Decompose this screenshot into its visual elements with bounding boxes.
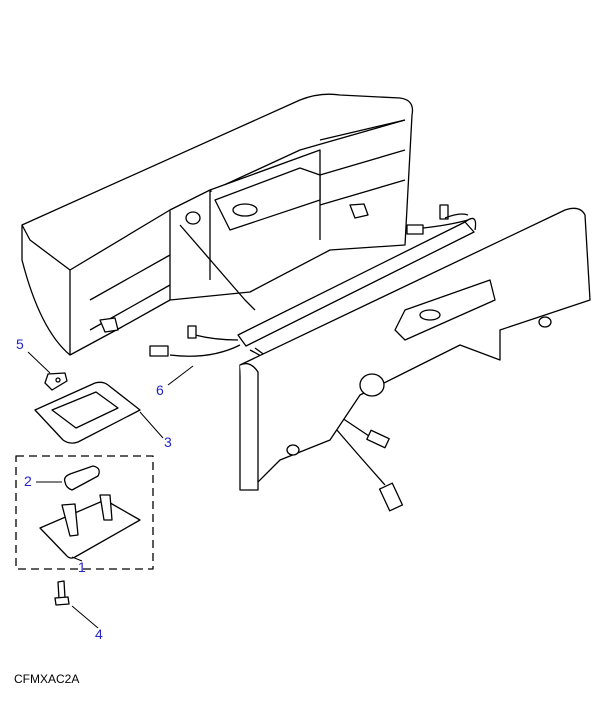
callout-2: 2 [24, 473, 32, 489]
callout-5: 5 [16, 336, 24, 352]
drawing-code: CFMXAC2A [14, 672, 80, 686]
callout-6: 6 [156, 382, 164, 398]
gasket [34, 381, 141, 444]
screw [54, 580, 70, 606]
callout-3: 3 [164, 434, 172, 450]
lamp-base [39, 494, 141, 559]
assembly-kit-boundary [15, 455, 154, 570]
lamp-panel [239, 207, 591, 491]
leader-lines [27, 351, 194, 629]
callout-4: 4 [95, 626, 103, 642]
lamp-housing [21, 93, 414, 356]
bulb [63, 465, 100, 491]
callout-1: 1 [78, 559, 86, 575]
clip-nut [44, 372, 68, 391]
